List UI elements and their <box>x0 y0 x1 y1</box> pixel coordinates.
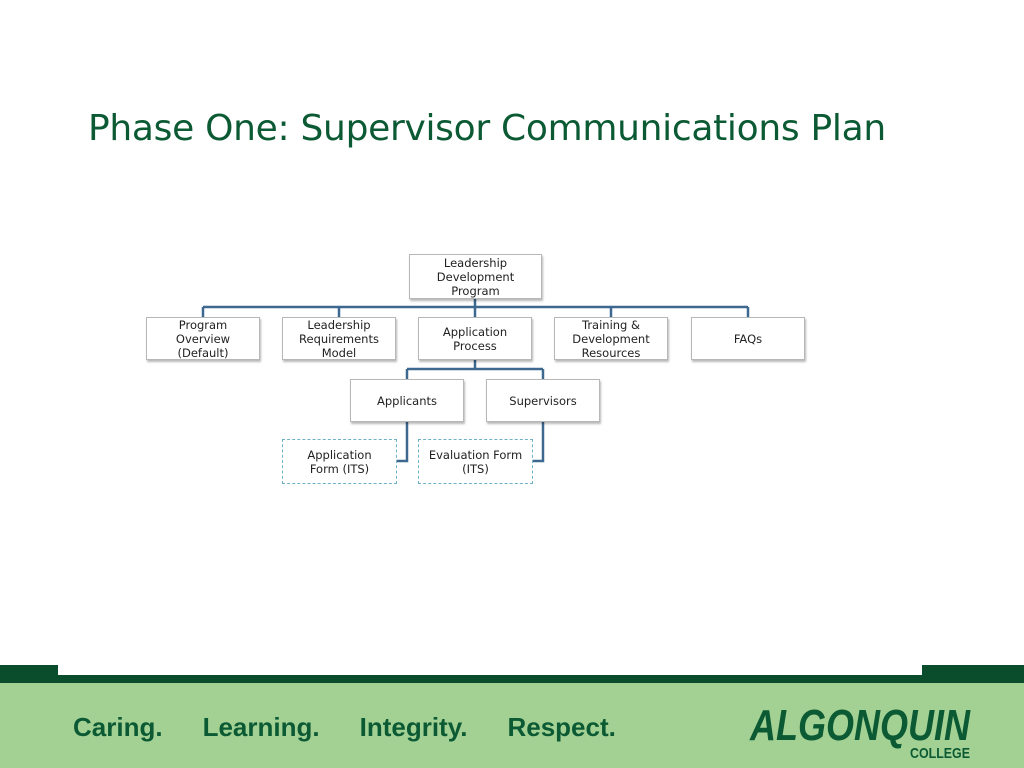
algonquin-college-logo: ALGONQUIN COLLEGE <box>749 701 971 762</box>
node-program-overview: Program Overview (Default) <box>146 317 260 360</box>
node-applicants: Applicants <box>350 379 464 422</box>
connector-supervisors-to-evaluation <box>533 422 545 463</box>
node-evaluation-form: Evaluation Form (ITS) <box>418 439 533 484</box>
node-supervisors: Supervisors <box>486 379 600 422</box>
node-leadership-requirements-model: Leadership Requirements Model <box>282 317 396 360</box>
node-training-development-resources: Training & Development Resources <box>554 317 668 360</box>
value-caring: Caring. <box>73 712 163 742</box>
node-faqs: FAQs <box>691 317 805 360</box>
logo-subtext: COLLEGE <box>910 745 970 762</box>
logo-wordmark: ALGONQUIN <box>749 701 971 750</box>
footer-band <box>0 683 1024 768</box>
node-application-form: Application Form (ITS) <box>282 439 397 484</box>
value-learning: Learning. <box>202 712 320 742</box>
footer-divider-notch <box>58 665 922 675</box>
value-respect: Respect. <box>507 712 616 742</box>
node-application-process: Application Process <box>418 317 532 360</box>
value-integrity: Integrity. <box>359 712 468 742</box>
core-values: Caring. Learning. Integrity. Respect. <box>73 712 616 743</box>
connector-applicants-to-form <box>397 422 409 463</box>
node-leadership-development-program: Leadership Development Program <box>409 254 542 299</box>
slide-title: Phase One: Supervisor Communications Pla… <box>88 108 886 149</box>
